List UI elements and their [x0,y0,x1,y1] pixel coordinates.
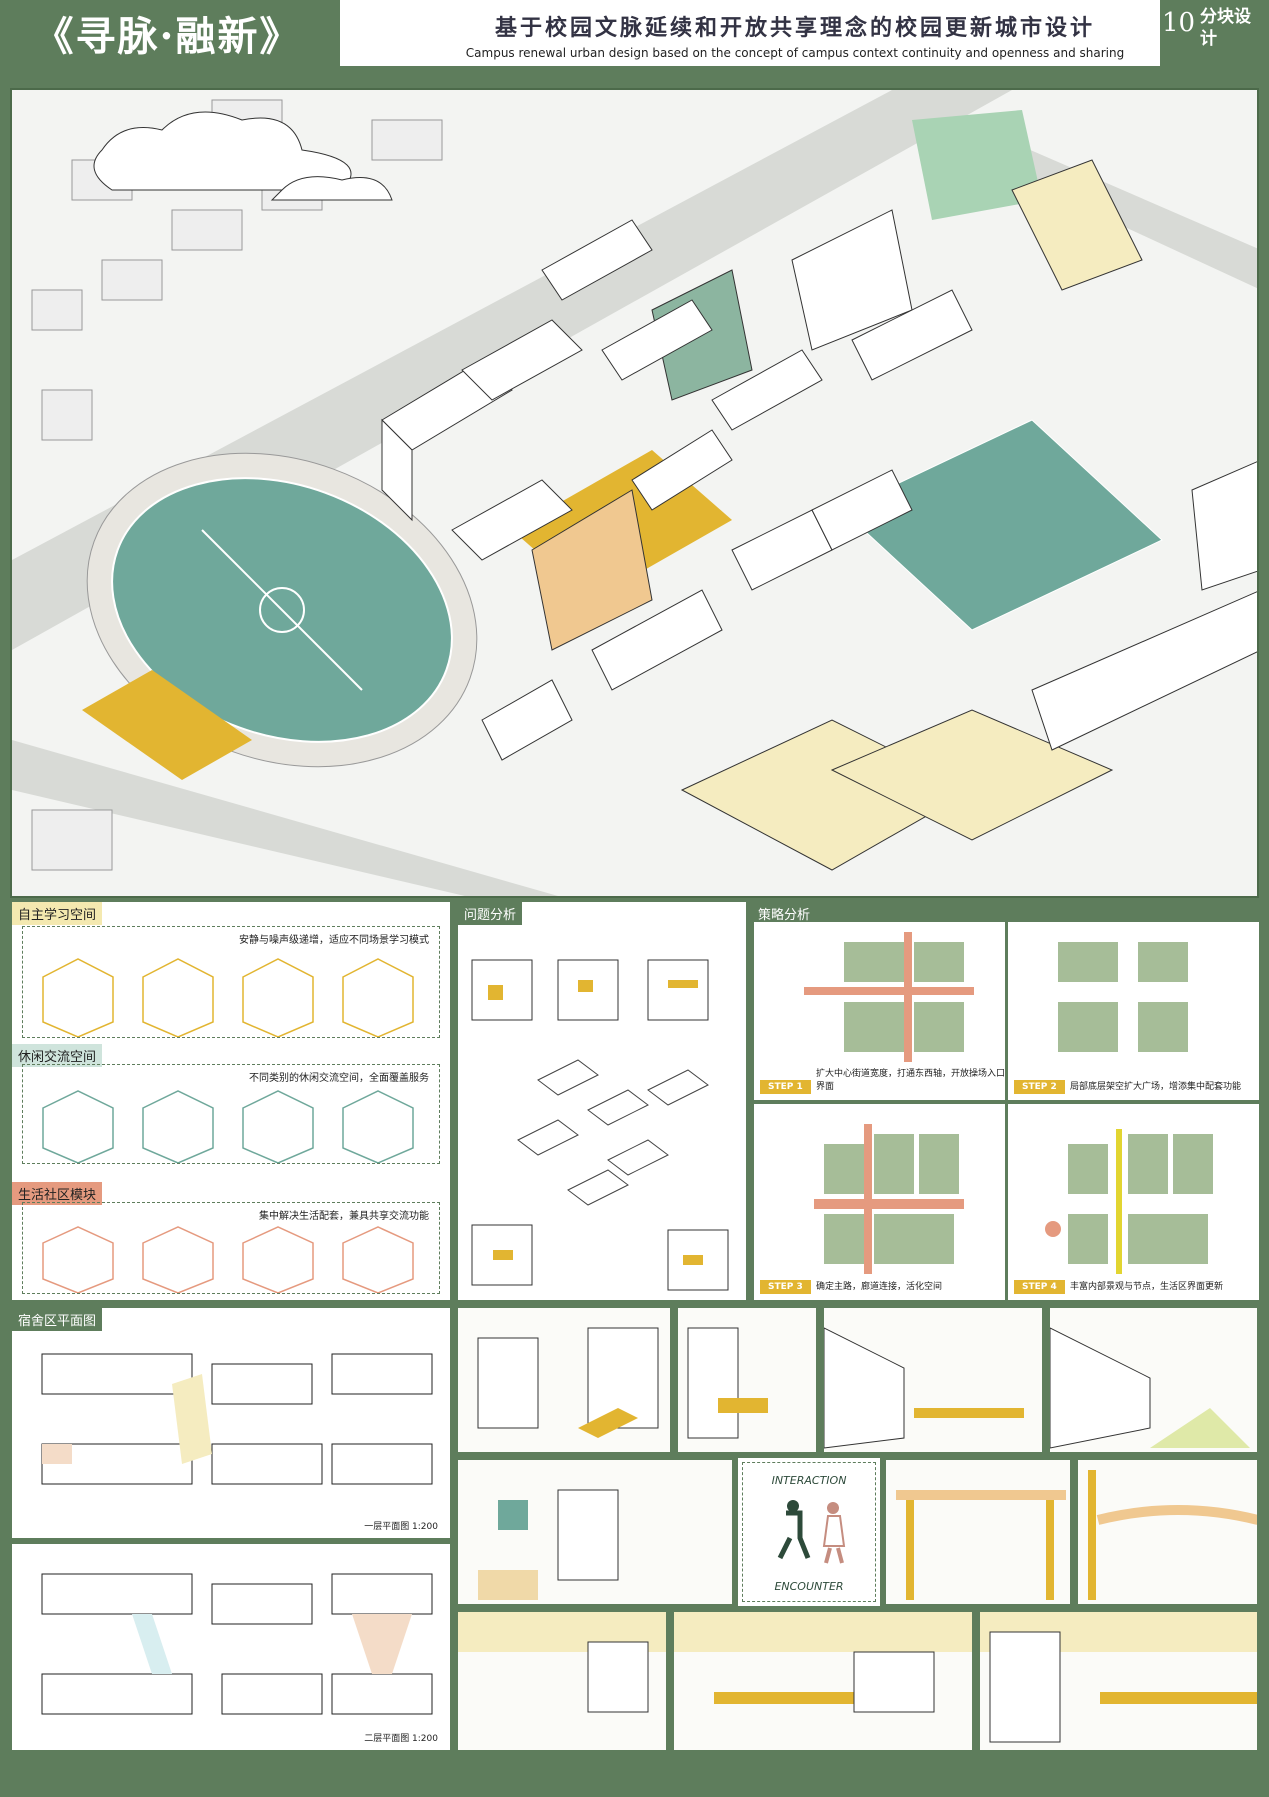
comic-panel-4 [1048,1306,1259,1454]
problem-diagram [471,959,729,1291]
step-3-panel: STEP 3 确定主路，廊道连接，活化空间 [754,1104,1005,1300]
step-1-text: 扩大中心街道宽度，打通东西轴，开放操场入口界面 [816,1069,1006,1092]
step-3-text: 确定主路，廊道连接，活化空间 [816,1282,943,1292]
plans-title: 宿舍区平面图 [12,1308,103,1331]
step-4-text: 丰富内部景观与节点，生活区界面更新 [1070,1282,1224,1292]
study-diagrams [42,958,414,1037]
step-4-panel: STEP 4 丰富内部景观与节点，生活区界面更新 [1008,1104,1259,1300]
comic-panel-7 [1076,1458,1259,1606]
step-1-map [804,932,974,1062]
plan-1-caption: 一层平面图 1:200 [364,1522,438,1532]
plan-2-drawing [41,1573,433,1715]
living-diagrams [42,1226,414,1293]
step-4-map [1045,1129,1213,1274]
interaction-frame [742,1462,876,1602]
plan-2-panel: 二层平面图 1:200 [10,1542,452,1752]
interaction-label: INTERACTION [771,1474,847,1487]
step-1-label: STEP 1 [760,1080,811,1094]
encounter-label: ENCOUNTER [774,1580,844,1593]
plan-2-caption: 二层平面图 1:200 [364,1734,438,1744]
step-2-panel: STEP 2 局部底层架空扩大广场，增添集中配套功能 [1008,922,1259,1100]
leisure-diagrams [42,1090,414,1163]
step-3-map [814,1124,964,1274]
strategy-panel: 策略分析 STEP 1 扩大中心街道宽度，打通东西轴，开放操场入口界面 STEP… [750,900,1259,1302]
living-note: 集中解决生活配套，兼具共享交流功能 [259,1211,429,1222]
leisure-note: 不同类别的休闲交流空间，全面覆盖服务 [249,1073,429,1084]
comic-panel-5 [456,1458,734,1606]
study-note: 安静与噪声级递增，适应不同场景学习模式 [239,935,429,946]
step-2-label: STEP 2 [1014,1080,1065,1094]
sheet-number: 10 [1162,8,1196,38]
aerial-drawing [12,90,1257,896]
comic-panel-1 [456,1306,672,1454]
module-title-living: 生活社区模块 [12,1182,103,1205]
comic-panel-8 [456,1610,668,1752]
plan-1-drawing [41,1353,433,1485]
module-title-leisure: 休闲交流空间 [12,1044,103,1067]
modules-panel: 自主学习空间 安静与噪声级递增，适应不同场景学习模式 休闲交流空间 不同类别的休… [10,900,452,1302]
living-box: 集中解决生活配套，兼具共享交流功能 [22,1202,440,1294]
strategy-title: 策略分析 [758,908,811,923]
step-1-panel: STEP 1 扩大中心街道宽度，打通东西轴，开放操场入口界面 [754,922,1005,1100]
title-banner: 基于校园文脉延续和开放共享理念的校园更新城市设计 Campus renewal … [340,0,1160,66]
comic-panel-3 [822,1306,1044,1454]
step-3-label: STEP 3 [760,1280,811,1294]
module-title-study: 自主学习空间 [12,902,103,925]
step-4-label: STEP 4 [1014,1280,1065,1294]
comic-panel-2 [676,1306,818,1454]
study-box: 安静与噪声级递增，适应不同场景学习模式 [22,926,440,1038]
leisure-box: 不同类别的休闲交流空间，全面覆盖服务 [22,1064,440,1164]
plan-1-panel: 宿舍区平面图 一层平面图 1:200 [10,1306,452,1540]
step-2-text: 局部底层架空扩大广场，增添集中配套功能 [1070,1082,1242,1092]
problem-panel: 问题分析 [456,900,748,1302]
walking-people-icon [777,1500,846,1564]
problem-title: 问题分析 [458,902,523,925]
title-cn: 基于校园文脉延续和开放共享理念的校园更新城市设计 [494,15,1095,41]
aerial-view [10,88,1259,898]
comic-panel-10 [978,1610,1259,1752]
comic-panel-6 [884,1458,1072,1606]
poster-title: 《寻脉·融新》 [33,13,302,60]
title-en: Campus renewal urban design based on the… [465,46,1125,60]
step-2-map [1058,942,1188,1052]
sheet-category: 分块设计 [1200,7,1251,49]
comic-panel-9 [672,1610,974,1752]
interaction-panel: INTERACTION ENCOUNTER [738,1458,880,1606]
